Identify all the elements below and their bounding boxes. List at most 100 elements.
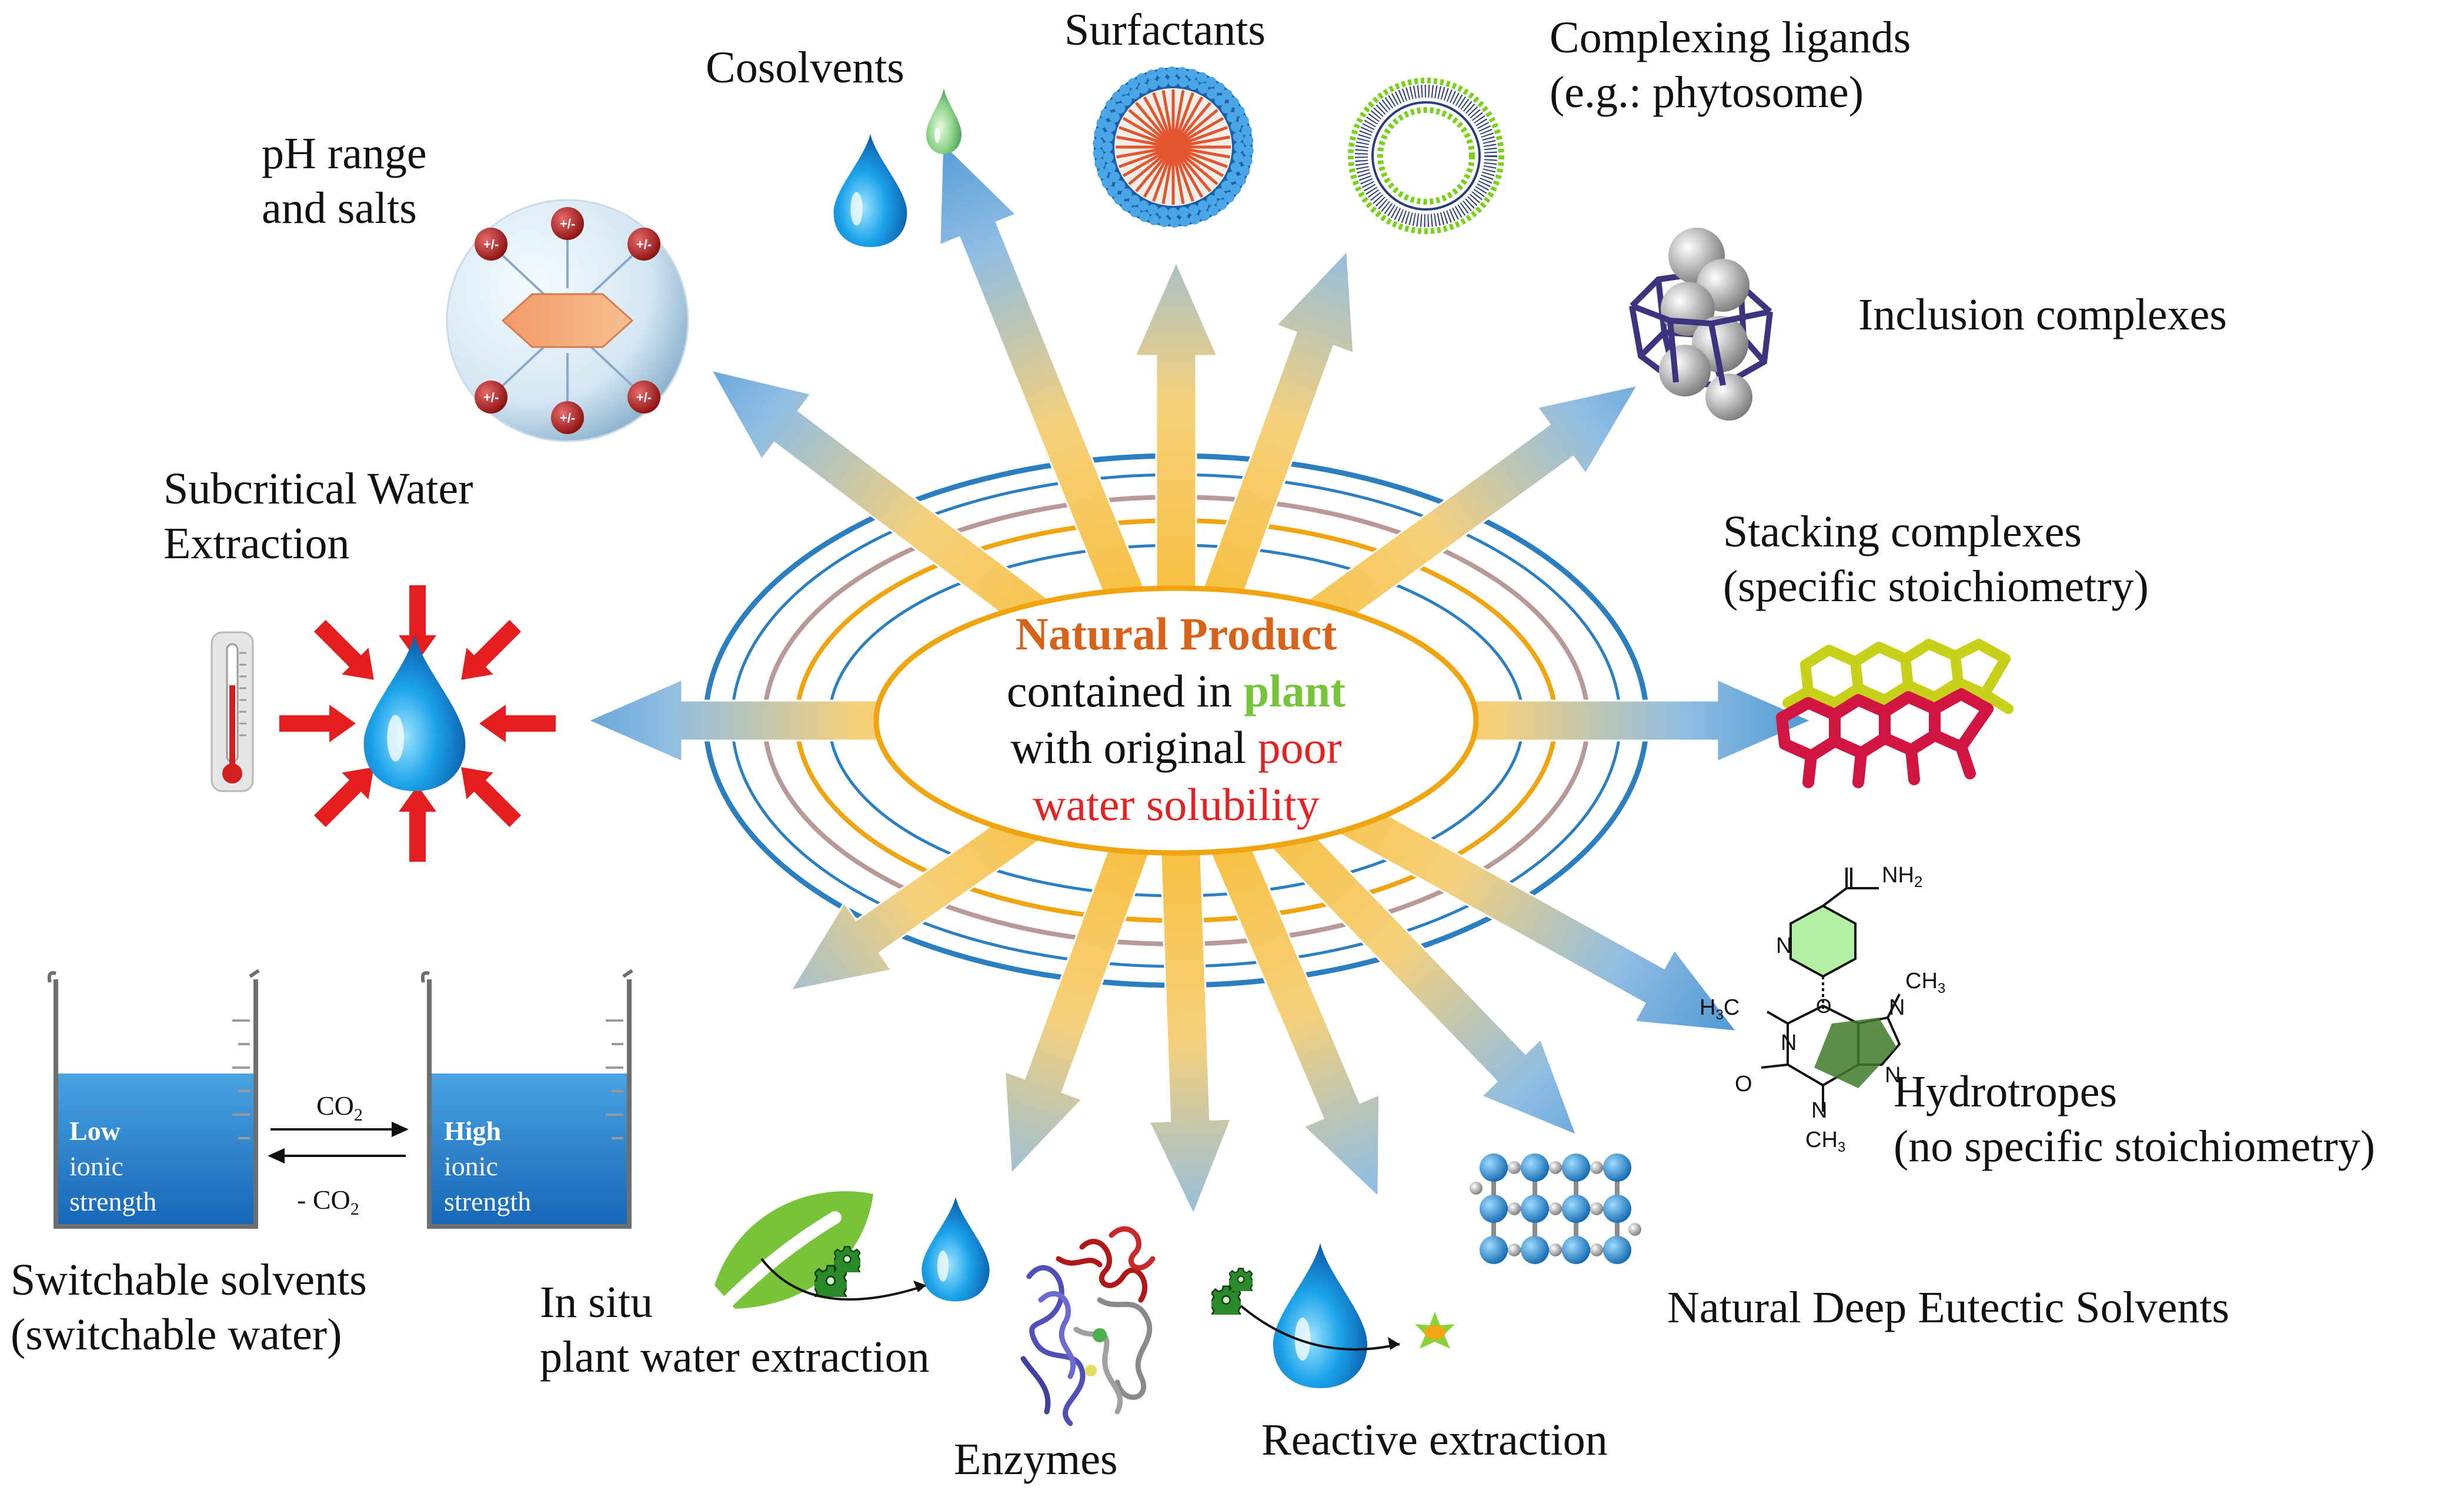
micelle-tail (1152, 92, 1175, 148)
nades-network-icon (1470, 1153, 1641, 1264)
micelle-bead (1105, 121, 1116, 132)
micelle-bead (1147, 79, 1158, 90)
micelle-bead (1093, 138, 1104, 149)
svg-text:N: N (1781, 1031, 1797, 1055)
micelle-tail (1172, 146, 1211, 192)
arrow-complexing (1192, 248, 1355, 629)
heat-pressure-arrows (279, 585, 556, 862)
micelle-bead (1094, 158, 1106, 169)
micelle-bead (1109, 112, 1120, 123)
svg-text:N: N (1776, 933, 1792, 958)
micelle-tail (1172, 146, 1218, 185)
micelle-bead (1226, 112, 1237, 123)
micelle-bead (1230, 162, 1241, 173)
label-switchable-solvents: Switchable solvents(switchable water) (11, 1255, 367, 1359)
plant-word: plant (1243, 665, 1346, 716)
svg-text:+/-: +/- (560, 216, 575, 231)
micelle-bead (1157, 206, 1168, 218)
arrow-reactive (1198, 809, 1381, 1199)
product-star-icon (1415, 1312, 1455, 1349)
reactive-extraction-icon (1211, 1243, 1455, 1388)
pressure-arrow (279, 705, 356, 742)
micelle-bead (1234, 106, 1245, 116)
micelle-bead (1221, 103, 1232, 114)
micelle-bead (1177, 66, 1188, 78)
micelle-bead (1206, 76, 1217, 88)
label-cosolvents: Cosolvents (706, 43, 904, 92)
micelle-bead (1234, 142, 1244, 152)
micelle-tail (1171, 146, 1185, 204)
micelle-bead (1148, 214, 1160, 225)
leaf-icon (699, 1191, 873, 1330)
cyclodextrin-icon (1629, 228, 1773, 421)
pressure-arrow (399, 585, 436, 662)
micelle-bead (1094, 128, 1105, 139)
micelle-tail (1119, 145, 1174, 168)
beaker-icon (420, 969, 633, 1229)
micelle-bead (1114, 103, 1126, 114)
micelle-bead (1178, 76, 1189, 88)
svg-text:H3C: H3C (1700, 995, 1740, 1023)
poor-word: poor (1257, 722, 1342, 773)
micelle-bead (1166, 66, 1177, 77)
pressure-arrow (479, 705, 556, 742)
center-title: Natural Product (1015, 608, 1337, 659)
micelle-bead (1136, 73, 1147, 84)
svg-text:+/-: +/- (636, 390, 652, 405)
arrow-insitu (1003, 812, 1160, 1176)
arrow-cosolvents (939, 140, 1157, 631)
micelle-bead (1106, 99, 1117, 111)
micelle-bead (1109, 171, 1120, 182)
micelle-tail (1172, 109, 1218, 148)
hydrotrope-molecule-icon: NH2 O N H3C N O N CH3 CH3 N N (1700, 863, 1945, 1155)
micelle-tail (1161, 146, 1175, 204)
micelle-bead (1105, 162, 1116, 173)
micelle-bead (1199, 210, 1210, 221)
micelle-bead (1206, 88, 1217, 99)
micelle-tail (1122, 145, 1174, 178)
nh2-label: NH2 (1882, 863, 1922, 891)
co2-switch-arrows (268, 1121, 409, 1164)
center-line-4: water solubility (1033, 779, 1320, 831)
micelle-bead (1111, 91, 1123, 102)
micelle-bead (1103, 152, 1114, 163)
micelle-tail (1171, 146, 1204, 198)
svg-text:N: N (1811, 1098, 1827, 1123)
micelle-tail (1172, 102, 1211, 148)
pressure-arrow (313, 619, 374, 680)
micelle-bead (1168, 208, 1178, 218)
micelle-bead (1197, 83, 1208, 94)
micelle-bead (1239, 165, 1250, 176)
micelle-bead (1096, 118, 1107, 129)
svg-text:+/-: +/- (483, 390, 499, 405)
micelle-bead (1243, 145, 1254, 156)
micelle-bead (1119, 84, 1130, 95)
micelle-bead (1157, 76, 1168, 88)
micelle-bead (1129, 88, 1140, 99)
micelle-bead (1226, 171, 1237, 182)
micelle-bead (1188, 79, 1199, 90)
liposome-icon (1348, 78, 1504, 234)
micelle-tail (1122, 116, 1174, 149)
micelle-bead (1100, 108, 1111, 119)
water-drop-icon (363, 634, 466, 791)
micelle-bead (1221, 180, 1232, 191)
water-drop-icon (833, 134, 907, 247)
enzyme-protein-icon (1020, 1226, 1156, 1426)
water-drop-icon (922, 1196, 990, 1302)
micelle-bead (1138, 200, 1149, 211)
micelle-bead (1139, 211, 1150, 222)
svg-text:N: N (1885, 1063, 1901, 1088)
pressure-arrow (313, 767, 374, 828)
arrow-nades (1234, 781, 1578, 1137)
micelle-tail (1143, 146, 1175, 198)
micelle-bead (1114, 180, 1126, 191)
pressure-arrow (461, 619, 522, 680)
micelle-bead (1121, 95, 1132, 106)
micelle-bead (1178, 206, 1189, 218)
micelle-bead (1235, 175, 1246, 186)
micelle-bead (1221, 89, 1233, 100)
label-nades: Natural Deep Eutectic Solvents (1667, 1283, 2230, 1332)
